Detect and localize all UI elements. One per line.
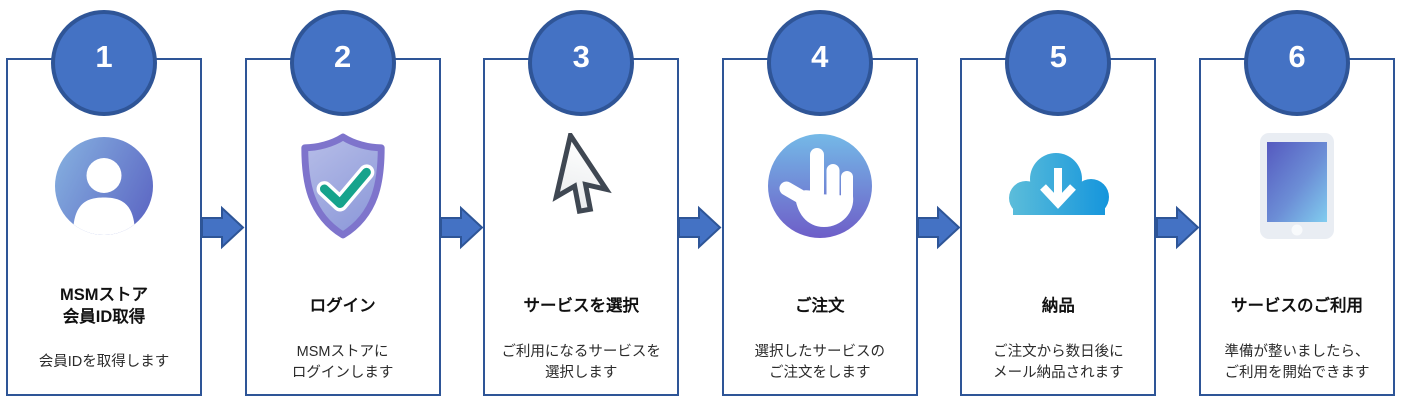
flow-arrow-icon-5: [1155, 0, 1200, 402]
step-4: 4: [721, 0, 919, 402]
step-2-number-badge: 2: [289, 10, 396, 116]
shield-check-icon: [244, 126, 442, 246]
step-description: ご注文から数日後に メール納品されます: [993, 343, 1124, 381]
step-2: 2 ログイン MSMストアに ログインします: [244, 0, 442, 402]
cloud-download-icon: [959, 126, 1157, 246]
step-description: ご利用になるサービスを 選択します: [501, 343, 661, 381]
step-description: 会員IDを取得します: [38, 354, 170, 371]
step-description: 準備が整いましたら、 ご利用を開始できます: [1224, 343, 1370, 381]
step-3: 3 サービスを選択 ご利用になるサービスを 選択します: [482, 0, 680, 402]
tap-hand-icon: [721, 126, 919, 246]
step-title: サービスを選択: [523, 296, 639, 315]
step-title: ご注文: [795, 296, 845, 315]
flow-arrow-icon-4: [917, 0, 961, 402]
step-6-number-badge: 6: [1243, 10, 1350, 116]
step-5: 5: [959, 0, 1157, 402]
flow-arrow-icon-1: [201, 0, 245, 402]
step-number: 1: [95, 39, 113, 74]
flow-arrow-icon-2: [439, 0, 484, 402]
step-1-number-badge: 1: [51, 10, 157, 116]
step-title: 納品: [1041, 296, 1075, 315]
step-description: MSMストアに ログインします: [291, 343, 394, 381]
step-3-number-badge: 3: [528, 10, 635, 116]
step-5-box: [960, 58, 1157, 396]
cursor-arrow-icon: [482, 126, 680, 246]
step-number: 2: [333, 39, 352, 74]
step-title: サービスのご利用: [1230, 296, 1363, 315]
flow-arrow-icon-3: [678, 0, 722, 402]
step-6: 6 サービスのご利用 準備が整いましたら、 ご: [1198, 0, 1396, 402]
step-title: ログイン: [309, 296, 376, 315]
step-4-number-badge: 4: [766, 10, 873, 116]
step-number: 5: [1049, 39, 1067, 74]
tablet-icon: [1198, 126, 1396, 246]
step-number: 6: [1288, 39, 1306, 74]
user-icon: [5, 126, 203, 246]
step-1: 1 MSM: [5, 0, 203, 402]
step-number: 4: [811, 39, 829, 74]
step-5-number-badge: 5: [1005, 10, 1112, 116]
step-description: 選択したサービスの ご注文をします: [754, 343, 886, 381]
step-title: MSMストア 会員ID取得: [60, 285, 148, 326]
step-number: 3: [572, 39, 590, 74]
